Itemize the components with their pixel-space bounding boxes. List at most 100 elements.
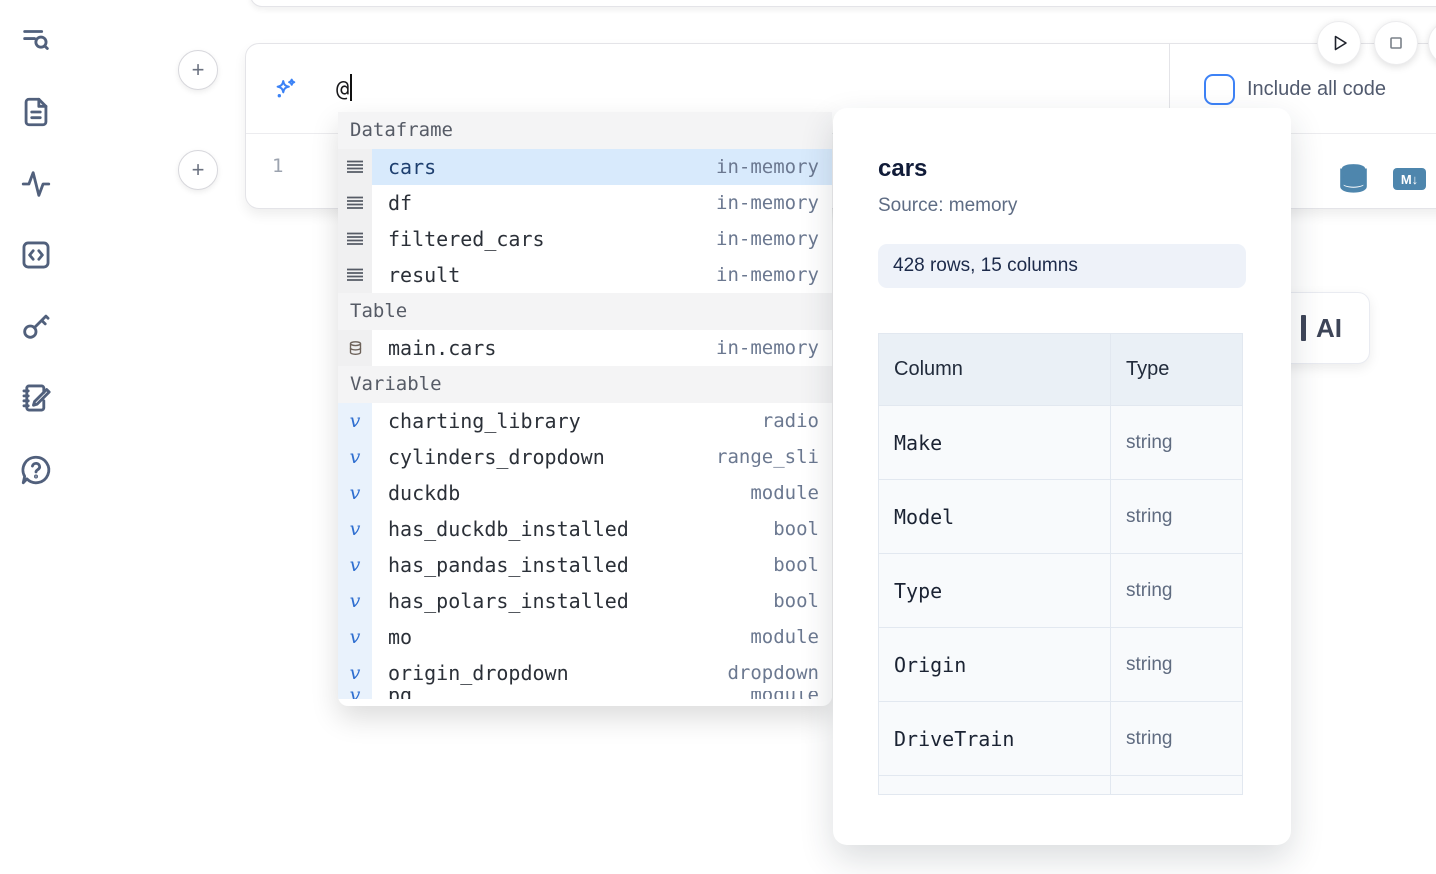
column-name: Model	[878, 479, 1111, 554]
item-name: cylinders_dropdown	[388, 445, 605, 469]
add-cell-button-bottom[interactable]: +	[178, 150, 218, 190]
item-name: has_pandas_installed	[388, 553, 629, 577]
column-name: Make	[878, 405, 1111, 480]
markdown-icon[interactable]: M↓	[1393, 168, 1426, 190]
clipped-letter	[1301, 315, 1306, 341]
variable-icon: v	[338, 583, 372, 619]
variable-icon: v	[338, 511, 372, 547]
autocomplete-item-cylinders_dropdown[interactable]: v cylinders_dropdown range_sli	[338, 439, 832, 475]
divider	[1169, 44, 1170, 133]
item-name: mo	[388, 625, 413, 649]
snippets-icon[interactable]	[19, 238, 53, 272]
column-type: string	[1110, 701, 1243, 776]
text-cursor	[350, 74, 353, 101]
run-cell-button[interactable]	[1317, 21, 1361, 65]
column-header: Column	[878, 333, 1111, 406]
activity-icon[interactable]	[19, 167, 53, 201]
rows-icon	[338, 257, 372, 293]
shape-badge: 428 rows, 15 columns	[878, 244, 1246, 288]
item-type: in-memory	[716, 228, 819, 250]
item-type: in-memory	[716, 156, 819, 178]
help-icon[interactable]	[19, 453, 53, 487]
autocomplete-item-has_polars_installed[interactable]: v has_polars_installed bool	[338, 583, 832, 619]
column-name: Origin	[878, 627, 1111, 702]
item-name: charting_library	[388, 409, 581, 433]
database-icon[interactable]	[1338, 162, 1369, 194]
include-all-code-label: Include all code	[1247, 78, 1386, 100]
column-type: string	[1110, 627, 1243, 702]
autocomplete-item-filtered_cars[interactable]: filtered_cars in-memory	[338, 221, 832, 257]
previous-cell-edge	[250, 0, 1436, 7]
database-icon	[338, 330, 372, 366]
autocomplete-item-pd[interactable]: vpd module	[338, 691, 832, 699]
autocomplete-item-main.cars[interactable]: main.cars in-memory	[338, 330, 832, 366]
item-type: in-memory	[716, 264, 819, 286]
item-type: module	[750, 482, 819, 504]
variable-icon: v	[338, 619, 372, 655]
item-name: df	[388, 191, 413, 215]
key-icon[interactable]	[19, 309, 53, 343]
variable-icon: v	[338, 439, 372, 475]
item-name: main.cars	[388, 336, 497, 360]
left-sidebar	[0, 0, 70, 874]
list-search-icon[interactable]	[19, 23, 53, 57]
item-type: module	[750, 691, 832, 699]
item-name: filtered_cars	[388, 227, 545, 251]
item-name: has_polars_installed	[388, 589, 629, 613]
variable-icon: v	[338, 691, 372, 699]
item-type: range_sli	[716, 446, 819, 468]
rows-icon	[338, 221, 372, 257]
add-cell-button-top[interactable]: +	[178, 50, 218, 90]
autocomplete-item-origin_dropdown[interactable]: v origin_dropdown dropdown	[338, 655, 832, 691]
column-name: DriveTrain	[878, 701, 1111, 776]
column-name: Type	[878, 553, 1111, 628]
dropdown-section-header: Variable	[338, 366, 832, 403]
type-header: Type	[1110, 333, 1243, 406]
autocomplete-item-cars[interactable]: cars in-memory	[338, 149, 832, 185]
code-editor-row[interactable]: 1 M↓	[246, 134, 1436, 209]
item-type: bool	[773, 518, 819, 540]
item-name: pd	[372, 691, 412, 699]
schema-row-partial	[878, 775, 1243, 795]
file-text-icon[interactable]	[19, 95, 53, 129]
preview-source: Source: memory	[878, 195, 1018, 216]
item-type: dropdown	[727, 662, 819, 684]
stop-icon	[1390, 37, 1402, 49]
variable-icon: v	[338, 475, 372, 511]
item-name: cars	[388, 155, 437, 179]
item-name: origin_dropdown	[388, 661, 569, 685]
variable-icon: v	[338, 655, 372, 691]
play-icon	[1334, 35, 1347, 51]
item-type: in-memory	[716, 192, 819, 214]
item-type: in-memory	[716, 337, 819, 359]
ai-prompt-input[interactable]: @	[336, 74, 353, 102]
rows-icon	[338, 149, 372, 185]
item-type: radio	[761, 410, 819, 432]
dropdown-section-header: Table	[338, 293, 832, 330]
dataframe-preview-panel: cars Source: memory 428 rows, 15 columns…	[833, 108, 1291, 845]
dropdown-section-header: Dataframe	[338, 112, 832, 149]
autocomplete-item-result[interactable]: result in-memory	[338, 257, 832, 293]
item-type: module	[750, 626, 819, 648]
column-type: string	[1110, 479, 1243, 554]
item-name: result	[388, 263, 461, 287]
include-all-code-checkbox[interactable]	[1204, 74, 1235, 105]
column-type: string	[1110, 405, 1243, 480]
autocomplete-item-df[interactable]: df in-memory	[338, 185, 832, 221]
item-type: bool	[773, 590, 819, 612]
notebook-edit-icon[interactable]	[19, 381, 53, 415]
stop-button[interactable]	[1374, 21, 1418, 65]
column-type: string	[1110, 553, 1243, 628]
